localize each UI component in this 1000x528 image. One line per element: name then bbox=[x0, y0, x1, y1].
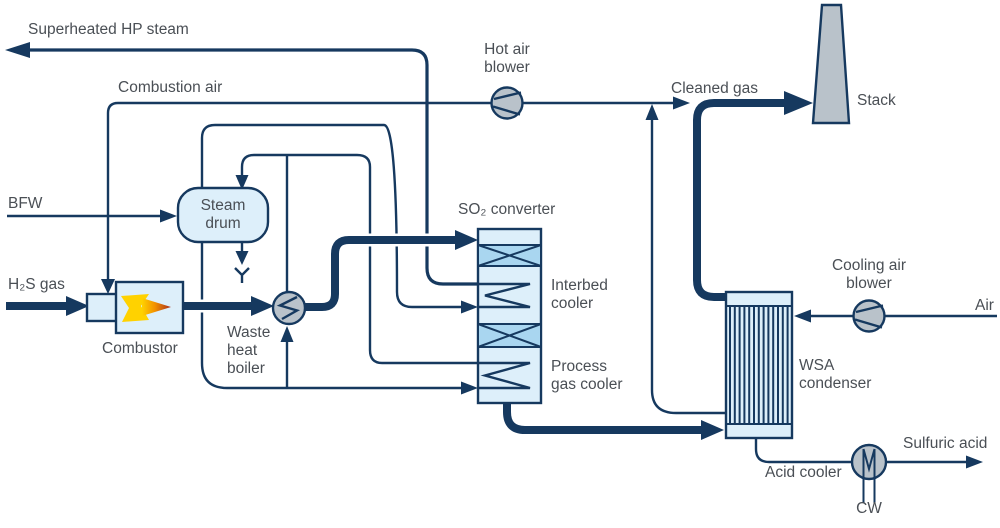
thick-pipes bbox=[6, 91, 813, 440]
arrow-sulfuric-acid bbox=[966, 455, 983, 469]
label-cooling-air-blower: Cooling air blower bbox=[831, 257, 907, 292]
cooling-water-coil-icon bbox=[862, 448, 876, 503]
label-superheated-hp-steam: Superheated HP steam bbox=[28, 21, 189, 38]
pipe-superheated-hp-steam bbox=[26, 48, 477, 286]
heat-exchanger-zigzag-icon bbox=[276, 295, 301, 321]
label-sulfuric-acid: Sulfuric acid bbox=[903, 435, 988, 452]
arrow-into-whb bbox=[280, 326, 294, 342]
arrow-hot-air-up bbox=[645, 104, 659, 120]
stack-shape bbox=[811, 3, 851, 125]
label-cleaned-gas: Cleaned gas bbox=[671, 80, 759, 97]
pipe-cleaned-gas bbox=[693, 99, 787, 301]
label-stack: Stack bbox=[857, 92, 896, 109]
label-so2-converter: SO₂ converter bbox=[458, 201, 556, 218]
cooling-air-blower-symbol bbox=[852, 299, 886, 333]
pipe-drum-to-interbed bbox=[200, 123, 462, 309]
combustor-vessel bbox=[85, 280, 185, 335]
fan-blades-icon bbox=[492, 91, 522, 116]
pipe-combustion-air bbox=[106, 101, 682, 281]
arrow-air-into-condenser bbox=[794, 309, 811, 323]
arrow-bfw bbox=[160, 209, 177, 223]
label-waste-heat-boiler: Waste heat boiler bbox=[227, 324, 271, 377]
arrow-into-converter bbox=[455, 230, 478, 250]
label-bfw: BFW bbox=[8, 195, 43, 212]
process-gas-cooler-coil bbox=[478, 361, 531, 390]
condenser-tubes bbox=[729, 307, 789, 423]
label-cw: CW bbox=[856, 500, 882, 517]
pipe-downcomer bbox=[200, 240, 462, 390]
label-combustor: Combustor bbox=[102, 340, 178, 357]
arrow-combustor-outlet bbox=[251, 296, 274, 316]
label-wsa-condenser: WSA condenser bbox=[799, 357, 872, 392]
wsa-condenser-vessel bbox=[724, 290, 794, 440]
label-air: Air bbox=[975, 297, 994, 314]
hot-air-blower-symbol bbox=[490, 86, 524, 120]
arrow-pgc-inlet bbox=[461, 381, 478, 395]
label-process-gas-cooler: Process gas cooler bbox=[551, 358, 623, 393]
label-combustion-air: Combustion air bbox=[118, 79, 223, 96]
arrow-h2s bbox=[66, 296, 89, 316]
flame-tip-icon bbox=[142, 298, 171, 316]
arrow-drain-down bbox=[235, 251, 249, 265]
pipe-acid-to-cooler bbox=[754, 437, 852, 464]
pipe-converter-to-condenser bbox=[503, 401, 704, 434]
arrow-combustion-air-down bbox=[101, 279, 115, 294]
arrow-hot-air-to-stack bbox=[673, 96, 690, 110]
pipe-whb-to-converter bbox=[304, 236, 458, 311]
label-acid-cooler: Acid cooler bbox=[765, 464, 842, 481]
label-h2s-gas: H₂S gas bbox=[8, 276, 65, 293]
equipment bbox=[85, 3, 888, 503]
waste-heat-boiler-exchanger bbox=[271, 290, 307, 326]
acid-cooler-exchanger bbox=[850, 443, 888, 503]
arrow-into-drum bbox=[235, 175, 249, 190]
label-hot-air-blower: Hot air blower bbox=[484, 41, 530, 76]
label-steam-drum: Steam drum bbox=[200, 197, 246, 232]
interbed-cooler-coil bbox=[478, 282, 531, 309]
pipe-hot-air-riser bbox=[650, 118, 726, 415]
thin-pipes bbox=[5, 42, 997, 469]
label-interbed-cooler: Interbed cooler bbox=[551, 277, 608, 312]
pipe-riser-return bbox=[240, 153, 477, 365]
so2-converter-vessel bbox=[476, 227, 543, 405]
arrow-superheated-steam bbox=[5, 42, 30, 58]
fan-blades-icon bbox=[854, 304, 884, 329]
arrow-into-condenser bbox=[701, 420, 724, 440]
steam-drum-vessel bbox=[176, 186, 270, 244]
arrow-cleaned-gas bbox=[784, 91, 813, 115]
arrow-interbed-inlet bbox=[461, 300, 478, 314]
drain-funnel-icon bbox=[234, 267, 250, 283]
